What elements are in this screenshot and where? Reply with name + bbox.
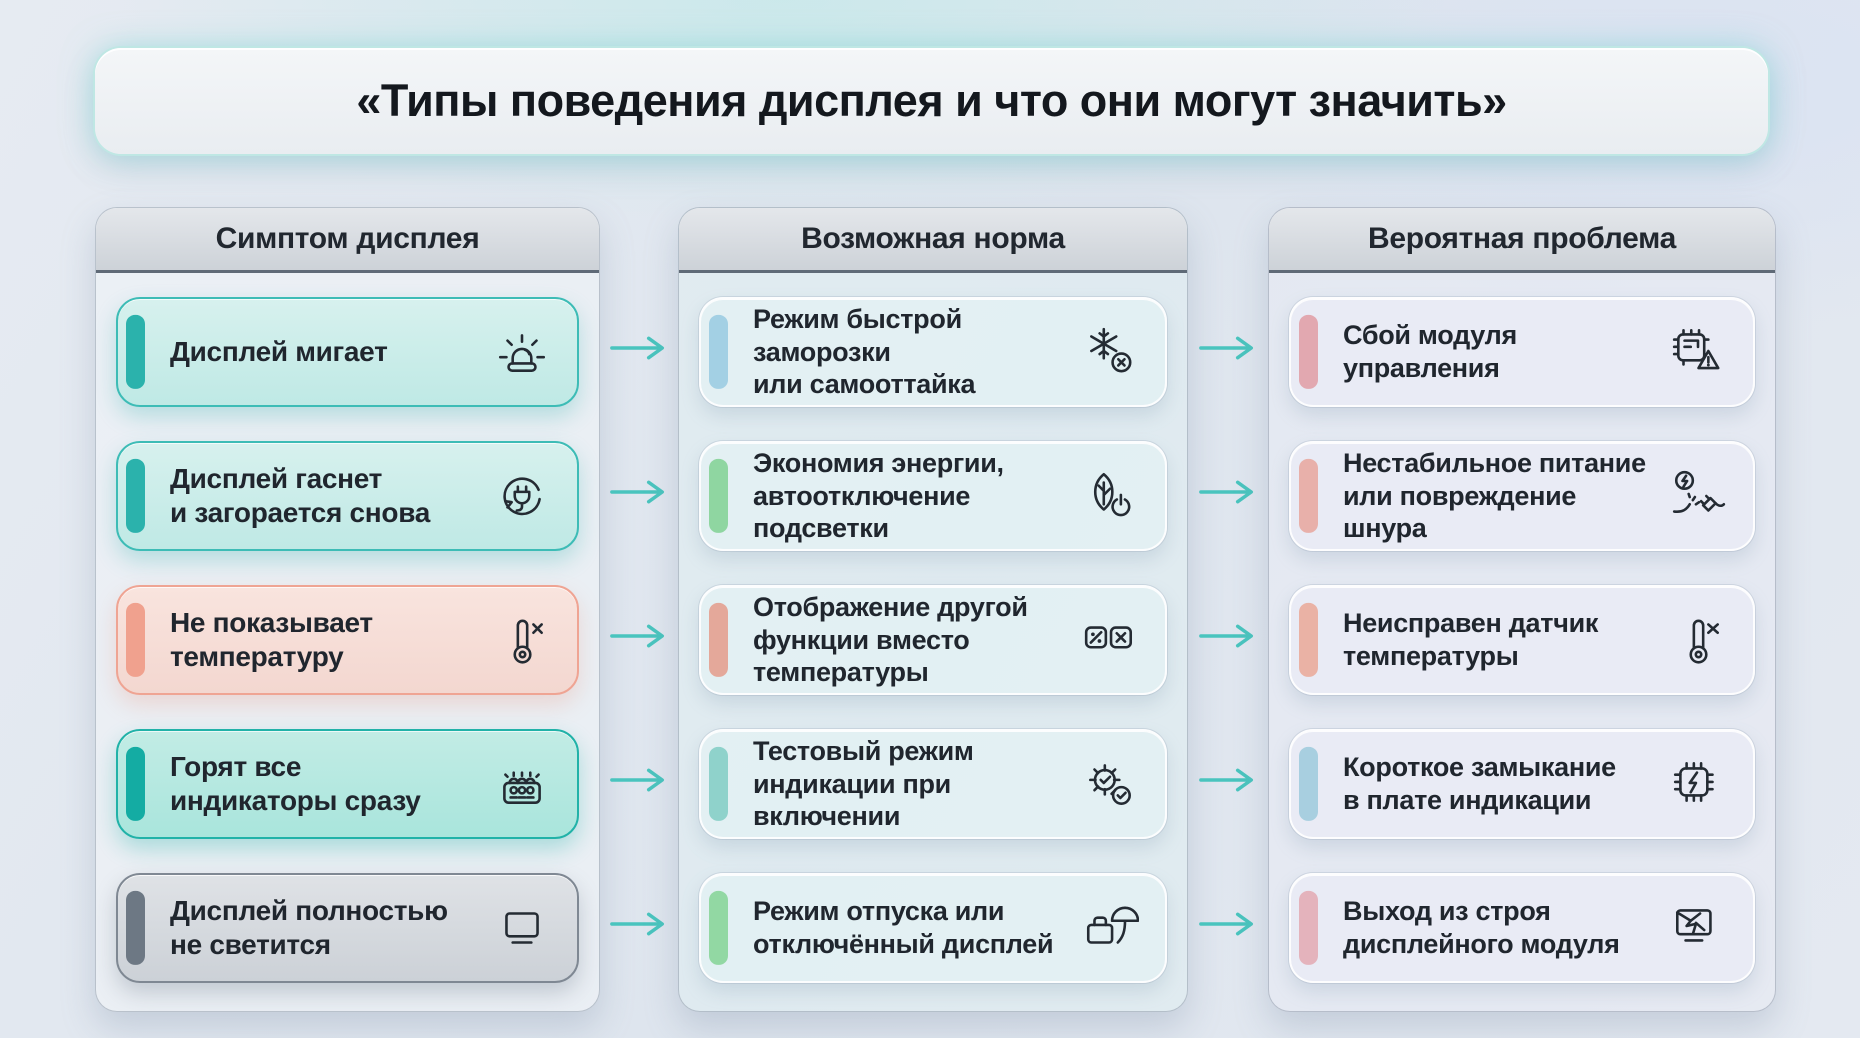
indicators-icon	[493, 755, 551, 813]
arrow-cell	[600, 293, 678, 403]
arrow-column	[1188, 207, 1268, 1012]
problem-card: Сбой модуля управления	[1289, 297, 1755, 407]
column-header: Симптом дисплея	[96, 208, 599, 273]
card-list: Дисплей мигает Дисплей гаснет и загорает…	[96, 273, 599, 1011]
broken-display-icon	[1669, 899, 1727, 957]
card-text: Не показывает температуру	[170, 606, 373, 672]
column-header-label: Возможная норма	[801, 222, 1065, 255]
card-accent-bar	[126, 890, 145, 966]
card-text: Дисплей полностью не светится	[170, 894, 448, 960]
card-accent-bar	[126, 602, 145, 678]
arrow-cell	[1188, 869, 1268, 979]
function-display-icon	[1081, 611, 1139, 669]
symptom-column-panel: Симптом дисплея Дисплей мигает	[95, 207, 600, 1012]
symptom-card: Дисплей гаснет и загорается снова	[116, 441, 579, 551]
card-accent-bar	[1299, 602, 1318, 678]
column-header: Вероятная проблема	[1269, 208, 1775, 273]
norm-card: Режим быстрой заморозки или самооттайка	[699, 297, 1167, 407]
card-accent-bar	[709, 314, 728, 390]
card-list: Сбой модуля управления Нестабильное пита…	[1269, 273, 1775, 1011]
arrow-right-icon	[610, 768, 664, 792]
card-text: Неисправен датчик температуры	[1343, 608, 1599, 671]
arrow-right-icon	[1199, 480, 1253, 504]
card-accent-bar	[1299, 890, 1318, 966]
test-mode-icon	[1081, 755, 1139, 813]
card-text: Выход из строя дисплейного модуля	[1343, 896, 1620, 959]
arrow-cell	[600, 581, 678, 691]
arrow-right-icon	[610, 480, 664, 504]
card-accent-bar	[126, 746, 145, 822]
vacation-icon	[1081, 899, 1140, 957]
symptom-card: Горят все индикаторы сразу	[116, 729, 579, 839]
card-text: Тестовый режим индикации при включении	[753, 735, 974, 832]
card-accent-bar	[126, 458, 145, 534]
problem-card: Выход из строя дисплейного модуля	[1289, 873, 1755, 983]
arrow-cell	[1188, 725, 1268, 835]
eco-icon	[1081, 467, 1139, 525]
card-text: Дисплей мигает	[170, 335, 388, 367]
temp-sensor-icon	[1669, 611, 1727, 669]
arrow-right-icon	[610, 912, 664, 936]
arrow-cell	[600, 725, 678, 835]
title-bar: «Типы поведения дисплея и что они могут …	[95, 48, 1768, 154]
columns-grid: Симптом дисплея Дисплей мигает	[95, 207, 1776, 1012]
card-text: Режим отпуска или отключённый дисплей	[753, 896, 1054, 959]
arrow-column	[600, 207, 678, 1012]
arrow-cell	[1188, 293, 1268, 403]
card-accent-bar	[709, 890, 728, 966]
card-accent-bar	[709, 746, 728, 822]
thermometer-x-icon	[493, 611, 551, 669]
card-accent-bar	[126, 314, 145, 390]
card-text: Режим быстрой заморозки или самооттайка	[753, 303, 976, 400]
short-circuit-icon	[1669, 755, 1727, 813]
arrow-cell	[1188, 437, 1268, 547]
arrow-cell	[1188, 581, 1268, 691]
card-accent-bar	[1299, 458, 1318, 534]
control-module-icon	[1669, 323, 1727, 381]
card-accent-bar	[1299, 314, 1318, 390]
card-text: Сбой модуля управления	[1343, 320, 1517, 383]
frost-icon	[1081, 323, 1139, 381]
card-text: Горят все индикаторы сразу	[170, 750, 421, 816]
symptom-card: Дисплей мигает	[116, 297, 579, 407]
arrow-right-icon	[610, 624, 664, 648]
column-header: Возможная норма	[679, 208, 1187, 273]
problem-column-panel: Вероятная проблема Сбой модуля управлени…	[1268, 207, 1776, 1012]
card-text: Экономия энергии, автоотключение подсвет…	[753, 447, 1004, 544]
page-title: «Типы поведения дисплея и что они могут …	[356, 75, 1507, 126]
card-text: Нестабильное питание или повреждение шну…	[1343, 447, 1646, 544]
norm-card: Экономия энергии, автоотключение подсвет…	[699, 441, 1167, 551]
power-cycle-icon	[493, 467, 551, 525]
symptom-card: Не показывает температуру	[116, 585, 579, 695]
arrow-right-icon	[1199, 768, 1253, 792]
norm-card: Отображение другой функции вместо темпер…	[699, 585, 1167, 695]
problem-card: Нестабильное питание или повреждение шну…	[1289, 441, 1755, 551]
arrow-right-icon	[1199, 624, 1253, 648]
display-icon	[493, 899, 551, 957]
card-accent-bar	[1299, 746, 1318, 822]
arrow-right-icon	[1199, 336, 1253, 360]
card-text: Отображение другой функции вместо темпер…	[753, 591, 1028, 688]
card-list: Режим быстрой заморозки или самооттайка …	[679, 273, 1187, 1011]
problem-card: Короткое замыкание в плате индикации	[1289, 729, 1755, 839]
norm-card: Тестовый режим индикации при включении	[699, 729, 1167, 839]
norm-column-panel: Возможная норма Режим быстрой заморозки …	[678, 207, 1188, 1012]
card-text: Короткое замыкание в плате индикации	[1343, 752, 1616, 815]
card-accent-bar	[709, 602, 728, 678]
card-accent-bar	[709, 458, 728, 534]
arrow-cell	[600, 437, 678, 547]
problem-card: Неисправен датчик температуры	[1289, 585, 1755, 695]
siren-icon	[493, 323, 551, 381]
norm-card: Режим отпуска или отключённый дисплей	[699, 873, 1167, 983]
arrow-right-icon	[1199, 912, 1253, 936]
arrow-right-icon	[610, 336, 664, 360]
column-header-label: Вероятная проблема	[1367, 222, 1677, 255]
arrow-cell	[600, 869, 678, 979]
column-header-label: Симптом дисплея	[215, 222, 480, 255]
power-cord-icon	[1669, 467, 1727, 525]
card-text: Дисплей гаснет и загорается снова	[170, 462, 431, 528]
symptom-card: Дисплей полностью не светится	[116, 873, 579, 983]
